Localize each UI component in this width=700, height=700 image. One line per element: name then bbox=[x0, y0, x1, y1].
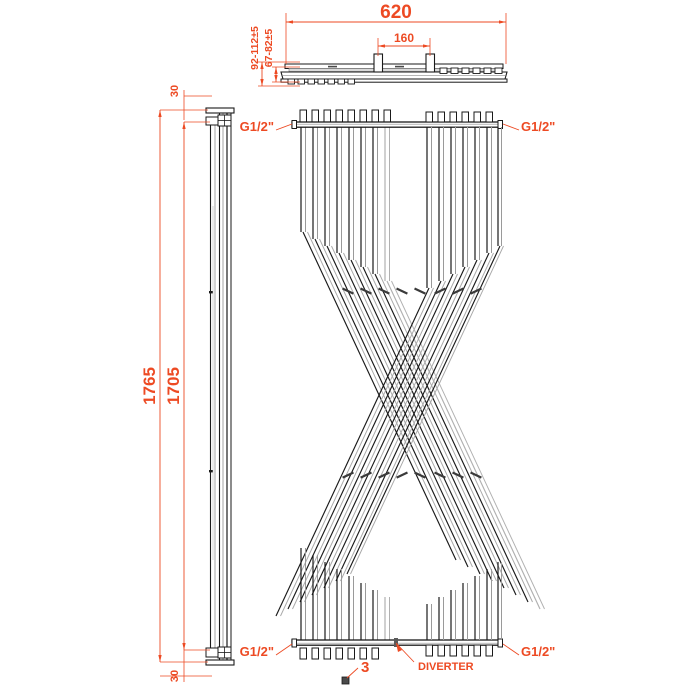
joint-dash-row-lower bbox=[342, 471, 482, 479]
callout-g12-top-left-label: G1/2" bbox=[240, 119, 274, 134]
callout-g12-bottom-left: G1/2" bbox=[240, 643, 293, 659]
profile-left-bar-ends bbox=[287, 78, 355, 85]
joint-dash-row-upper bbox=[342, 287, 482, 295]
dimension-160-label: 160 bbox=[394, 31, 414, 45]
bar-top-right-7 bbox=[497, 127, 502, 246]
side-view-joint-upper bbox=[209, 291, 213, 294]
bar-bottom-right-6 bbox=[425, 604, 433, 657]
bar-bottom-right-5 bbox=[485, 569, 493, 657]
dimension-depth-outer: 92-112±5 bbox=[249, 26, 300, 87]
side-view bbox=[205, 107, 235, 666]
diverter-body bbox=[394, 638, 398, 647]
bar-top-left-1 bbox=[299, 109, 307, 232]
bar-bottom-left-6 bbox=[359, 583, 367, 660]
front-view bbox=[275, 109, 545, 660]
bar-bottom-left-5 bbox=[347, 576, 355, 660]
bar-top-left-2 bbox=[311, 109, 319, 239]
bottom-manifold bbox=[291, 638, 503, 648]
dimension-bottom-30: 30 bbox=[160, 650, 212, 682]
bar-bottom-left-2 bbox=[311, 555, 319, 660]
dimension-160: 160 bbox=[377, 31, 431, 56]
dimension-1705-label: 1705 bbox=[164, 367, 183, 405]
callout-item-3-label: 3 bbox=[361, 659, 369, 676]
dimension-depth-inner-label: 67-82±5 bbox=[263, 29, 275, 68]
dimension-1705: 1705 bbox=[164, 121, 210, 651]
bar-bottom-left-3 bbox=[323, 562, 331, 660]
diagonal-group-left-to-right bbox=[302, 231, 545, 610]
bar-top-left-4 bbox=[335, 109, 343, 253]
bar-top-right-4 bbox=[473, 111, 481, 260]
callout-g12-top-right-label: G1/2" bbox=[521, 119, 555, 134]
dimension-depth-outer-label: 92-112±5 bbox=[249, 26, 261, 70]
bar-top-left-5 bbox=[347, 109, 355, 260]
dimension-620-label: 620 bbox=[380, 2, 412, 23]
item-3-marker bbox=[341, 676, 350, 685]
callout-g12-bottom-left-label: G1/2" bbox=[240, 644, 274, 659]
side-view-top-connector bbox=[205, 107, 235, 127]
dimension-depth-inner: 67-82±5 bbox=[263, 29, 300, 83]
top-right-bar-group bbox=[425, 111, 502, 288]
bar-bottom-left-1 bbox=[299, 548, 307, 660]
callout-g12-top-right: G1/2" bbox=[502, 119, 555, 134]
callout-diverter: DIVERTER bbox=[395, 642, 474, 673]
bar-bottom-right-2 bbox=[449, 590, 457, 657]
callout-item-3: 3 bbox=[341, 659, 369, 685]
bar-top-right-5 bbox=[485, 111, 493, 253]
bar-bottom-right-7 bbox=[497, 562, 502, 640]
bar-top-right-2 bbox=[449, 111, 457, 274]
bar-top-right-1 bbox=[437, 111, 445, 281]
bar-top-left-8 bbox=[383, 109, 391, 281]
bottom-left-bar-group bbox=[299, 548, 390, 660]
dimension-top-30: 30 bbox=[169, 85, 212, 120]
side-view-joint-lower bbox=[209, 470, 213, 473]
bar-top-left-6 bbox=[359, 109, 367, 267]
top-left-bar-group bbox=[299, 109, 391, 281]
callout-g12-top-left: G1/2" bbox=[240, 119, 293, 134]
bar-top-right-6 bbox=[425, 111, 433, 288]
side-view-bottom-connector bbox=[205, 646, 235, 666]
callout-g12-bottom-right-label: G1/2" bbox=[521, 644, 555, 659]
bar-bottom-left-8 bbox=[384, 597, 390, 643]
bottom-right-bar-group bbox=[425, 562, 502, 657]
callout-g12-bottom-right: G1/2" bbox=[502, 643, 555, 659]
bar-bottom-right-3 bbox=[461, 583, 469, 657]
bar-bottom-left-4 bbox=[335, 569, 343, 660]
callout-diverter-label: DIVERTER bbox=[418, 661, 474, 673]
profile-right-bar-ends bbox=[439, 67, 503, 74]
dimension-1765-label: 1765 bbox=[140, 367, 159, 405]
dimension-top-30-label: 30 bbox=[169, 85, 181, 97]
bar-top-left-7 bbox=[371, 109, 379, 274]
dimension-1765: 1765 bbox=[140, 109, 208, 663]
dimension-bottom-30-label: 30 bbox=[169, 670, 181, 682]
top-profile-view bbox=[280, 53, 508, 85]
dimension-620: 620 bbox=[285, 2, 507, 64]
bar-top-left-3 bbox=[323, 109, 331, 246]
top-manifold bbox=[291, 120, 503, 129]
bar-bottom-right-1 bbox=[437, 597, 445, 657]
bar-bottom-left-7 bbox=[371, 590, 379, 660]
bar-top-right-3 bbox=[461, 111, 469, 267]
bar-bottom-right-4 bbox=[473, 576, 481, 657]
